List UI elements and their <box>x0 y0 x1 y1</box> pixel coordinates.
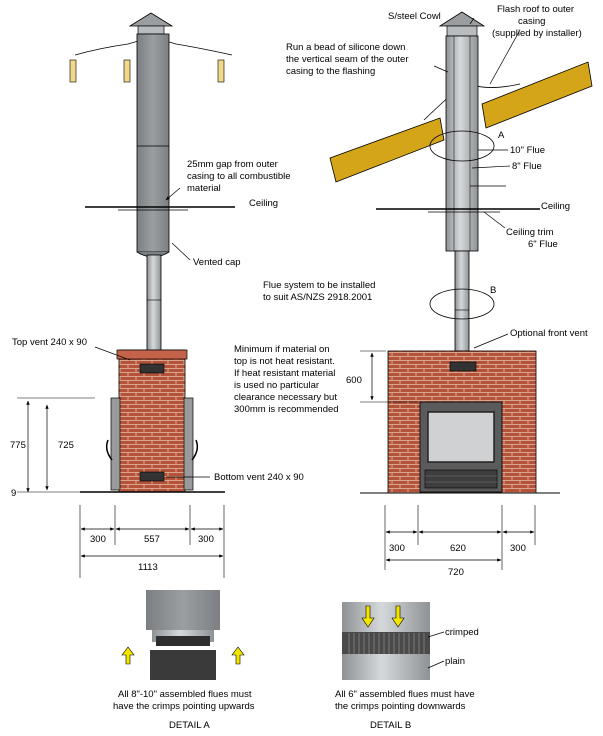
outer-casing-left <box>136 33 170 253</box>
detail-a-caption-line2: have the crimps pointing upwards <box>113 701 255 712</box>
dim-775: 775 <box>10 440 26 451</box>
outer-casing-right <box>445 35 479 252</box>
flue-system-line2: to suit AS/NZS 2918.2001 <box>263 292 372 303</box>
detail-b-caption-line2: the crimps pointing downwards <box>335 701 466 712</box>
silicone-note-line3: casing to the flashing <box>286 66 375 77</box>
vented-cap-label: Vented cap <box>193 257 241 268</box>
cowl-label: S/steel Cowl <box>388 11 441 22</box>
min-note-line4: is used no particular <box>234 380 319 391</box>
right-elevation <box>329 11 593 570</box>
flue-pipe-right <box>454 250 470 352</box>
detail-captions: All 8"-10" assembled flues must have the… <box>113 627 479 731</box>
ceiling-label-right: Ceiling <box>541 201 570 212</box>
min-note-line5: clearance necessary but <box>234 392 337 403</box>
dim-left-300a: 300 <box>90 534 106 545</box>
ceiling-label-left: Ceiling <box>249 198 278 209</box>
top-vent-left <box>139 363 165 374</box>
front-vent-right <box>449 361 477 372</box>
silicone-note-line2: the vertical seam of the outer <box>286 54 409 65</box>
plain-label: plain <box>445 656 465 667</box>
detail-a-title: DETAIL A <box>169 720 210 731</box>
detail-a-marker: A <box>498 130 505 141</box>
detail-b-crimp <box>342 632 430 654</box>
left-labels: 25mm gap from outer casing to all combus… <box>10 159 304 573</box>
min-note-line3: If heat resistant material <box>234 368 335 379</box>
dim-right-300b: 300 <box>510 543 526 554</box>
detail-a-callout <box>429 130 495 162</box>
detail-b-callout <box>429 288 495 320</box>
crimped-label: crimped <box>445 627 479 638</box>
detail-b-title: DETAIL B <box>370 720 411 731</box>
dim-left-total: 1113 <box>138 562 158 573</box>
dim-left-557: 557 <box>144 534 160 545</box>
roof-beam-left <box>329 117 445 183</box>
flue-system-line1: Flue system to be installed <box>263 280 375 291</box>
dim-right-620: 620 <box>450 543 466 554</box>
flash-note-line3: (supplied by installer) <box>492 28 582 39</box>
fireplace-glass <box>427 411 495 463</box>
flash-note-line2: casing <box>518 16 545 27</box>
roof-batten <box>123 59 131 83</box>
arrow-up-icon <box>231 646 245 665</box>
dim-right-300a: 300 <box>389 543 405 554</box>
arrow-down-icon <box>361 605 375 628</box>
roof-batten <box>69 59 77 83</box>
top-vent-label: Top vent 240 x 90 <box>12 337 87 348</box>
dim-600: 600 <box>346 375 362 386</box>
roof-batten <box>217 59 225 83</box>
cowl-right <box>438 11 486 27</box>
gap-note-line2: casing to all combustible <box>187 171 291 182</box>
dim-725: 725 <box>58 440 74 451</box>
arrow-up-icon <box>121 646 135 665</box>
detail-a-lower-flue <box>150 650 216 680</box>
silicone-note-line1: Run a bead of silicone down <box>286 42 405 53</box>
flue-8-label: 8" Flue <box>512 161 542 172</box>
gap-note-line3: material <box>187 183 221 194</box>
dim-9: 9 <box>11 488 16 499</box>
bottom-vent-left <box>139 471 165 482</box>
detail-b-marker: B <box>490 285 496 296</box>
min-note-line6: 300mm is recommended <box>234 404 339 415</box>
flue-6-label: 6" Flue <box>528 239 558 250</box>
detail-b-caption-line1: All 6" assembled flues must have <box>335 689 475 700</box>
bottom-vent-label: Bottom vent 240 x 90 <box>214 472 304 483</box>
ceiling-trim-label: Ceiling trim <box>506 227 554 238</box>
dim-right-total: 720 <box>448 567 464 578</box>
detail-a-crimp <box>156 636 210 646</box>
flue-10-label: 10" Flue <box>510 145 545 156</box>
flash-note-line1: Flash roof to outer <box>497 4 574 15</box>
detail-a <box>121 590 245 680</box>
detail-a-outer-section <box>146 590 220 630</box>
flue-pipe-left <box>146 254 162 353</box>
optional-vent-label: Optional front vent <box>510 328 588 339</box>
gap-note-line1: 25mm gap from outer <box>187 159 278 170</box>
arrow-down-icon <box>391 605 405 628</box>
detail-a-caption-line1: All 8"-10" assembled flues must <box>118 689 252 700</box>
roof-beam-right <box>481 61 593 129</box>
min-note-line1: Minimum if material on <box>234 344 330 355</box>
left-elevation <box>17 12 235 578</box>
cowl-left <box>128 12 174 27</box>
dim-left-300b: 300 <box>198 534 214 545</box>
min-note-line2: top is not heat resistant. <box>234 356 335 367</box>
right-labels: S/steel Cowl Run a bead of silicone down… <box>234 4 588 578</box>
detail-b <box>342 602 445 680</box>
